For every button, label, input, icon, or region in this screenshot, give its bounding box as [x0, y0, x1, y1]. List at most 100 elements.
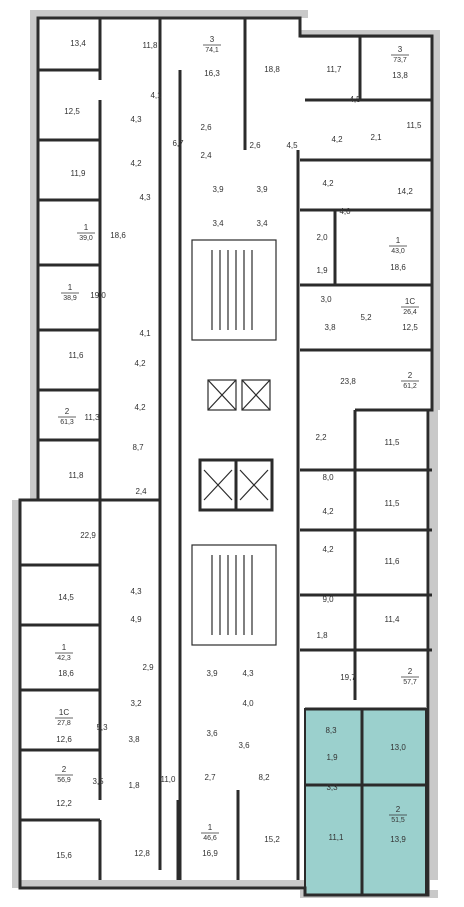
room-area: 3,8	[324, 323, 336, 332]
svg-text:26,4: 26,4	[403, 309, 417, 316]
svg-text:43,0: 43,0	[391, 248, 405, 255]
svg-text:2: 2	[408, 667, 413, 676]
room-area: 4,2	[322, 179, 334, 188]
svg-text:61,3: 61,3	[60, 419, 74, 426]
room-area: 11,8	[143, 41, 159, 50]
svg-text:61,2: 61,2	[403, 383, 417, 390]
room-area: 11,3	[85, 413, 101, 422]
svg-text:2: 2	[408, 371, 413, 380]
apartment-tag[interactable]: 3 73,7	[391, 45, 409, 64]
room-area: 4,3	[130, 115, 142, 124]
room-area: 8,7	[132, 443, 144, 452]
room-area: 11,5	[385, 499, 401, 508]
room-area: 3,4	[256, 219, 268, 228]
room-area: 2,6	[249, 141, 261, 150]
room-area: 4,3	[130, 587, 142, 596]
svg-text:57,7: 57,7	[403, 679, 417, 686]
room-area: 16,9	[202, 849, 218, 858]
room-area: 4,0	[339, 207, 351, 216]
room-area: 3,5	[92, 777, 104, 786]
room-area: 18,6	[390, 263, 406, 272]
apartment-tag[interactable]: 2 61,2	[401, 371, 419, 390]
apartment-tag[interactable]: 1 38,9	[61, 283, 79, 302]
room-area: 4,1	[150, 91, 162, 100]
room-area: 12,5	[402, 323, 418, 332]
svg-text:42,3: 42,3	[57, 655, 71, 662]
svg-text:38,9: 38,9	[63, 295, 77, 302]
svg-text:1: 1	[208, 823, 213, 832]
room-area: 11,9	[71, 169, 87, 178]
elevators	[198, 379, 274, 512]
room-area: 19,0	[90, 291, 106, 300]
room-area: 12,5	[64, 107, 80, 116]
room-area: 2,4	[200, 151, 212, 160]
room-area: 11,1	[329, 833, 345, 842]
svg-text:2: 2	[396, 805, 401, 814]
room-area: 3,2	[130, 699, 142, 708]
svg-text:74,1: 74,1	[205, 47, 219, 54]
room-area: 11,5	[407, 121, 423, 130]
room-area: 1,9	[326, 753, 338, 762]
apartment-tag[interactable]: 1 43,0	[389, 236, 407, 255]
room-area: 8,3	[325, 726, 337, 735]
room-area: 2,2	[315, 433, 327, 442]
apartment-tag[interactable]: 3 74,1	[203, 35, 221, 54]
room-area: 4,9	[130, 615, 142, 624]
room-area: 18,6	[110, 231, 126, 240]
apartment-tag[interactable]: 1 39,0	[77, 223, 95, 242]
room-area: 8,0	[322, 473, 334, 482]
svg-text:1: 1	[62, 643, 67, 652]
room-area: 11,4	[385, 615, 401, 624]
room-area: 15,2	[264, 835, 280, 844]
room-area: 4,2	[331, 135, 343, 144]
apartment-tag[interactable]: 1С 26,4	[401, 297, 419, 316]
room-area: 2,6	[200, 123, 212, 132]
svg-text:27,8: 27,8	[57, 720, 71, 727]
stairs	[211, 250, 253, 635]
highlighted-apartment[interactable]	[304, 708, 427, 896]
room-area: 9,0	[322, 595, 334, 604]
apartment-tag[interactable]: 2 51,5	[389, 805, 407, 824]
room-area: 3,9	[212, 185, 224, 194]
room-area: 5,2	[360, 313, 372, 322]
room-area: 2,1	[370, 133, 382, 142]
room-area: 3,3	[326, 783, 338, 792]
svg-text:1С: 1С	[59, 708, 69, 717]
apartment-tag[interactable]: 2 56,9	[55, 765, 73, 784]
apartment-tag[interactable]: 2 61,3	[58, 407, 76, 426]
room-area: 11,6	[69, 351, 85, 360]
room-area: 3,4	[212, 219, 224, 228]
apartment-tag[interactable]: 1 46,6	[201, 823, 219, 842]
svg-text:56,9: 56,9	[57, 777, 71, 784]
room-area: 11,0	[161, 775, 177, 784]
svg-text:73,7: 73,7	[393, 57, 407, 64]
room-area: 12,2	[56, 799, 72, 808]
room-area: 18,8	[264, 65, 280, 74]
svg-text:1: 1	[84, 223, 89, 232]
room-area: 4,1	[139, 329, 151, 338]
room-area: 4,2	[322, 507, 334, 516]
room-area: 11,7	[327, 65, 343, 74]
room-area: 4,2	[134, 403, 146, 412]
room-area: 4,3	[139, 193, 151, 202]
apartment-tag[interactable]: 1 42,3	[55, 643, 73, 662]
apartment-tag[interactable]: 1С 27,8	[55, 708, 73, 727]
svg-text:39,0: 39,0	[79, 235, 93, 242]
room-area: 4,2	[134, 359, 146, 368]
corridor-walls	[178, 150, 300, 880]
svg-text:1С: 1С	[405, 297, 415, 306]
room-area: 3,9	[206, 669, 218, 678]
room-area: 2,7	[204, 773, 216, 782]
svg-text:2: 2	[65, 407, 70, 416]
room-area: 4,5	[286, 141, 298, 150]
room-area: 1,8	[128, 781, 140, 790]
room-area: 4,3	[242, 669, 254, 678]
room-area: 16,3	[204, 69, 220, 78]
room-area: 4,0	[242, 699, 254, 708]
left-partitions	[20, 18, 247, 880]
apartment-tag[interactable]: 2 57,7	[401, 667, 419, 686]
room-area: 2,4	[135, 487, 147, 496]
room-area: 23,8	[340, 377, 356, 386]
room-area: 3,9	[256, 185, 268, 194]
